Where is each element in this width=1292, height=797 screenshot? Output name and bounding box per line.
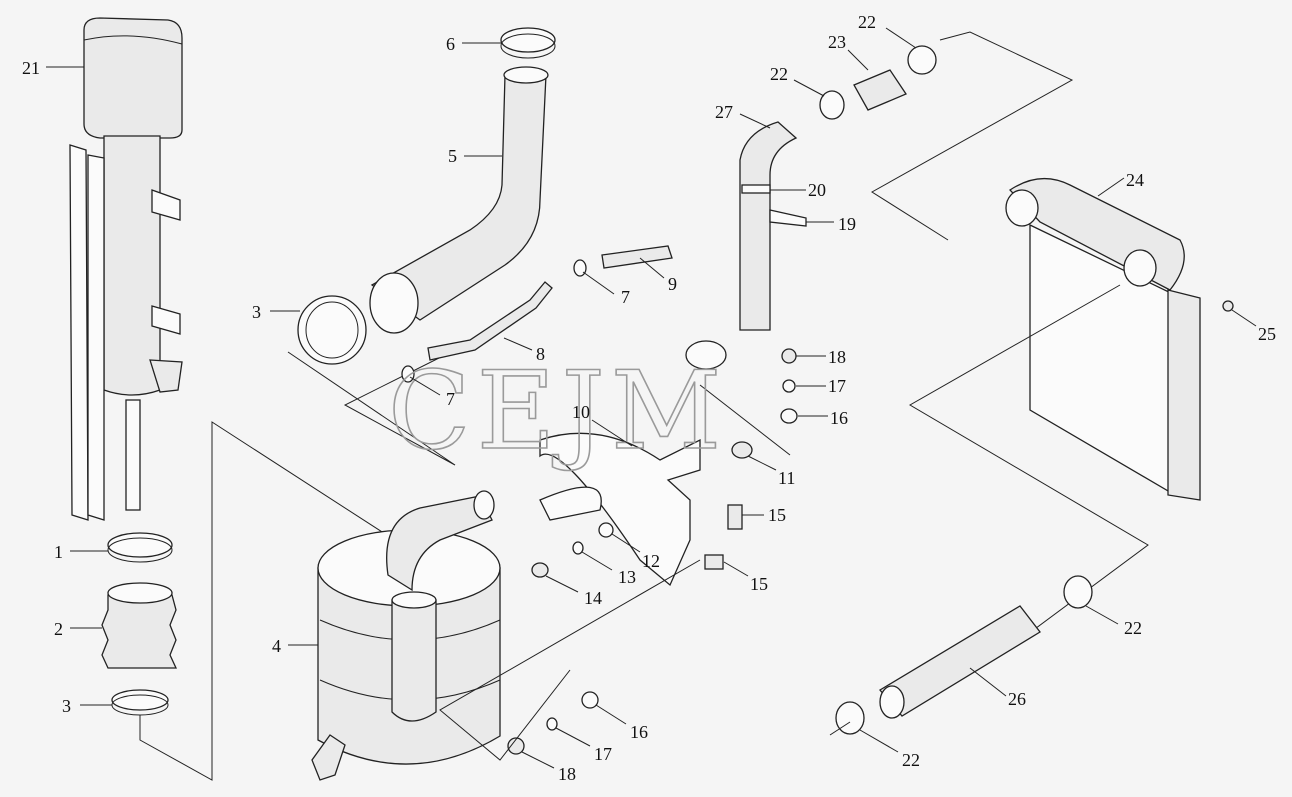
lower-charge-pipe <box>829 575 1093 736</box>
callout-22-bottom: 22 <box>902 750 920 770</box>
mount-tab-upper <box>151 189 181 221</box>
callout-20: 20 <box>808 180 826 200</box>
callout-16-lower: 16 <box>630 722 648 742</box>
spring-washer-17-lower <box>546 717 558 731</box>
callout-8: 8 <box>536 344 545 364</box>
washer-16-right <box>780 408 798 424</box>
callout-27: 21 <box>22 58 40 78</box>
callout-3-upper: 3 <box>252 302 261 322</box>
callouts: 21 6 5 3 7 9 8 7 10 11 15 12 13 14 15 1 <box>22 12 1276 784</box>
callout-15-lower: 15 <box>750 574 768 594</box>
intake-pipe-assembly <box>69 17 411 781</box>
hose-clamp-3-lower <box>111 689 169 711</box>
support-strap-19 <box>769 209 807 227</box>
callout-12: 12 <box>642 551 660 571</box>
hose-clamp-22-c <box>1063 575 1093 609</box>
bracket-strap <box>539 432 701 587</box>
callout-14: 14 <box>584 588 602 608</box>
upper-hose-assembly <box>287 27 556 466</box>
support-rail-left <box>69 144 89 521</box>
nut-14 <box>531 562 549 578</box>
intake-cap <box>83 17 183 139</box>
intercooler-side-tank <box>1167 289 1201 501</box>
callout-18-lower: 18 <box>558 764 576 784</box>
callout-19: 19 <box>838 214 856 234</box>
washer-12 <box>598 522 614 538</box>
hose-clamp-22-a <box>819 90 845 120</box>
callout-24: 24 <box>1126 170 1144 190</box>
bolt-15-lower <box>704 554 724 570</box>
nut-18-lower <box>507 737 525 755</box>
breather-hose <box>427 281 553 361</box>
hose-clamp-3-upper <box>297 295 367 365</box>
mount-tab-lower <box>151 305 181 335</box>
filter-drain-valve <box>311 734 346 781</box>
spring-washer-17-right <box>782 379 796 393</box>
bolt-11 <box>731 441 753 459</box>
callout-17-lower: 17 <box>594 744 612 764</box>
small-clamp-7-upper <box>573 259 587 277</box>
callout-1: 1 <box>54 542 63 562</box>
callout-3-lower: 3 <box>62 696 71 716</box>
callout-22-top-left: 22 <box>770 64 788 84</box>
callout-10: 10 <box>572 402 590 422</box>
callout-23: 23 <box>828 32 846 52</box>
hose-clamp-1 <box>107 532 173 558</box>
callout-22-top-right: 22 <box>858 12 876 32</box>
callout-5: 5 <box>448 146 457 166</box>
pipe-connector <box>125 399 141 511</box>
callout-25: 25 <box>1258 324 1276 344</box>
callout-7-upper: 7 <box>621 287 630 307</box>
callout-22-right: 22 <box>1124 618 1142 638</box>
callout-16-right: 16 <box>830 408 848 428</box>
callout-18-right: 18 <box>828 347 846 367</box>
callout-26: 26 <box>1008 689 1026 709</box>
charge-air-elbow <box>739 121 798 331</box>
air-filter-housing <box>311 490 501 781</box>
mounting-bracket <box>439 384 791 761</box>
nut-18-right <box>781 348 797 364</box>
callout-11: 11 <box>778 468 795 488</box>
callout-7-lower: 7 <box>446 389 455 409</box>
screw-25 <box>1222 300 1234 312</box>
rubber-bellows <box>101 594 178 669</box>
washer-16-lower <box>581 691 599 709</box>
reducer-ring <box>685 340 727 370</box>
intake-pipe <box>103 135 161 396</box>
charge-air-pipes <box>685 31 1074 370</box>
intercooler <box>909 177 1234 641</box>
bolt-15-upper <box>727 504 743 530</box>
spring-washer-13 <box>572 541 584 555</box>
callout-15-upper: 15 <box>768 505 786 525</box>
watermark: CEJM <box>388 349 727 474</box>
short-pipe <box>601 245 673 269</box>
callout-4: 4 <box>272 636 281 656</box>
callout-21: 27 <box>715 102 733 122</box>
callout-13: 13 <box>618 567 636 587</box>
filter-outlet-pipe <box>391 599 437 722</box>
support-rail-right <box>87 154 105 521</box>
drain-nozzle <box>149 359 183 393</box>
connector-sleeve-23 <box>853 69 907 111</box>
hose-clamp-22-b <box>907 45 937 75</box>
hose-clamp-20 <box>741 184 771 194</box>
callout-2: 2 <box>54 619 63 639</box>
callout-9: 9 <box>668 274 677 294</box>
hose-clamp-6 <box>500 27 556 53</box>
hose-clamp-22-d <box>835 701 865 735</box>
callout-17-right: 17 <box>828 376 846 396</box>
callout-6: 6 <box>446 34 455 54</box>
